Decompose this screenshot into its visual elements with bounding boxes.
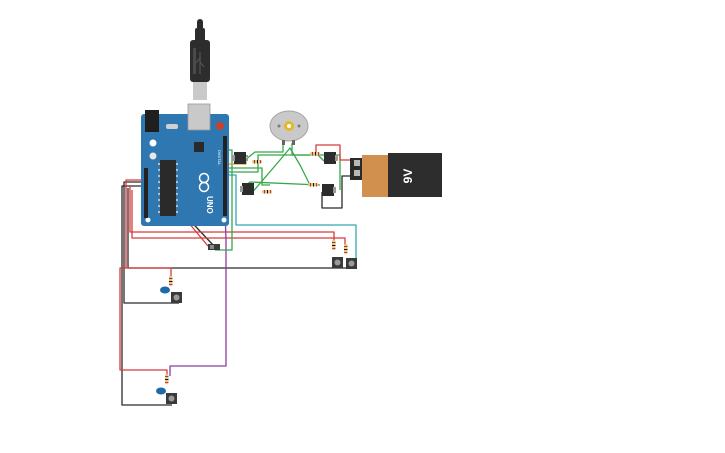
wire-black-left-1[interactable] xyxy=(123,181,179,304)
push-button-3[interactable] xyxy=(171,292,182,303)
wire-black-battery[interactable] xyxy=(321,175,352,209)
slide-switch[interactable] xyxy=(208,244,220,250)
transistor-leg xyxy=(246,159,248,161)
transistor-tab xyxy=(240,186,243,192)
battery-terminal xyxy=(354,170,360,176)
arduino-mount-hole xyxy=(145,217,151,223)
arduino-digital-label: DIGITAL xyxy=(217,150,222,166)
arduino-crystal xyxy=(166,124,178,129)
arduino-uno[interactable]: UNO DIGITAL xyxy=(141,103,229,226)
wire-green-5[interactable] xyxy=(244,143,284,161)
dc-motor-screw xyxy=(297,124,301,128)
arduino-digital-header xyxy=(223,136,227,216)
wire-red-battery[interactable] xyxy=(315,144,352,161)
resistor[interactable] xyxy=(252,160,262,164)
resistor[interactable] xyxy=(332,240,336,250)
usb-cable-strain xyxy=(195,28,205,42)
arduino-infinity-logo-icon xyxy=(198,181,210,193)
arduino-mount-hole xyxy=(149,139,157,147)
transistor-3[interactable] xyxy=(324,152,338,164)
dc-motor-shaft xyxy=(287,124,291,128)
transistor-body xyxy=(242,183,254,195)
resistor[interactable] xyxy=(169,276,173,286)
arduino-uno-label: UNO xyxy=(205,196,214,214)
battery-cap xyxy=(388,153,442,197)
arduino-analog-header xyxy=(144,168,148,218)
wire-green-1[interactable] xyxy=(215,149,233,251)
dc-motor[interactable] xyxy=(269,110,309,145)
dc-motor-screw xyxy=(277,124,281,128)
resistor[interactable] xyxy=(308,183,318,187)
transistor-tab xyxy=(333,187,336,193)
transistor-tab xyxy=(232,155,235,161)
transistor-1[interactable] xyxy=(232,152,248,164)
push-button-2[interactable] xyxy=(346,258,357,269)
usb-plug-highlight xyxy=(193,48,196,74)
wire-teal-1[interactable] xyxy=(227,174,357,258)
led-2[interactable] xyxy=(156,387,166,395)
arduino-usb-port xyxy=(187,103,211,131)
resistor[interactable] xyxy=(344,244,348,254)
dc-motor-terminal xyxy=(292,140,295,145)
led-1[interactable] xyxy=(160,286,170,294)
resistor[interactable] xyxy=(165,374,169,384)
arduino-mount-hole xyxy=(221,217,227,223)
usb-plug-metal xyxy=(193,82,207,100)
battery-terminal xyxy=(354,160,360,166)
push-button-1[interactable] xyxy=(332,257,343,268)
wire-red-left-2[interactable] xyxy=(119,267,168,380)
transistor-body xyxy=(322,184,334,196)
battery-label: 9V xyxy=(401,169,415,184)
wire-black-left-2[interactable] xyxy=(121,185,172,406)
arduino-mount-hole xyxy=(149,152,157,160)
transistor-body xyxy=(324,152,336,164)
push-button-4[interactable] xyxy=(166,393,177,404)
wire-green-2[interactable] xyxy=(227,167,270,186)
battery-body xyxy=(362,155,388,197)
arduino-power-jack xyxy=(145,110,159,132)
battery-9v[interactable]: 9V xyxy=(350,153,442,197)
resistor[interactable] xyxy=(262,190,272,194)
wire-green-3[interactable] xyxy=(227,154,325,173)
resistors xyxy=(165,152,348,384)
transistor-tab xyxy=(335,155,338,161)
transistor-4[interactable] xyxy=(322,184,336,196)
transistor-leg xyxy=(246,155,248,157)
usb-symbol-icon xyxy=(195,52,205,74)
arduino-mcu-pins xyxy=(158,163,178,213)
arduino-reset-button[interactable] xyxy=(216,122,224,130)
resistor[interactable] xyxy=(310,152,320,156)
arduino-small-chip xyxy=(194,142,204,152)
arduino-mcu-chip xyxy=(160,160,176,216)
usb-cable[interactable] xyxy=(190,19,210,100)
transistor-2[interactable] xyxy=(240,183,254,195)
dc-motor-terminal xyxy=(282,140,285,145)
wire-red-mid[interactable] xyxy=(131,190,346,250)
transistor-body xyxy=(234,152,246,164)
